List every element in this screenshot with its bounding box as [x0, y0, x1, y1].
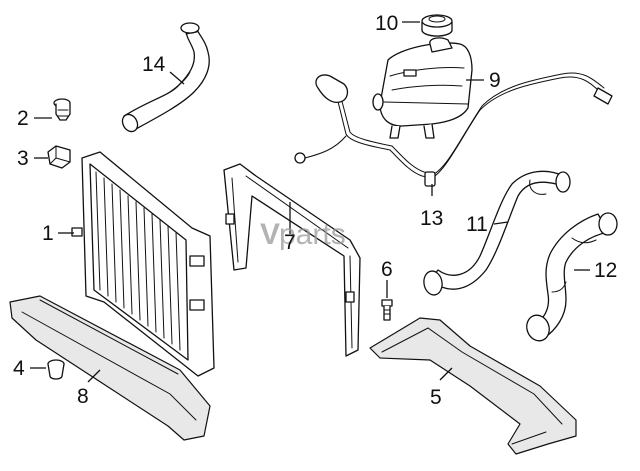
part-2-bolt[interactable]: [53, 98, 71, 121]
part-8-deflector[interactable]: [9, 295, 211, 441]
part-14-upper-hose[interactable]: [119, 22, 210, 134]
part-13-coolant-line[interactable]: [294, 72, 613, 187]
callout-8: 8: [77, 385, 89, 408]
part-12-hose[interactable]: [523, 212, 618, 344]
callout-1: 1: [42, 222, 54, 245]
part-7-shroud-frame[interactable]: [223, 163, 361, 357]
callout-9: 9: [489, 69, 501, 92]
svg-text:V: V: [260, 218, 280, 251]
vparts-watermark: V parts: [260, 218, 346, 251]
part-11-lower-hose[interactable]: [422, 170, 571, 296]
callout-14: 14: [142, 53, 166, 76]
part-5-air-guide[interactable]: [369, 317, 577, 455]
callout-12: 12: [594, 259, 617, 282]
callout-5: 5: [430, 386, 442, 409]
part-6-bolt[interactable]: [381, 299, 393, 321]
part-3-clip[interactable]: [47, 145, 71, 169]
callout-2: 2: [17, 107, 29, 130]
part-10-reservoir-cap[interactable]: [421, 14, 453, 37]
part-1-radiator[interactable]: [71, 151, 215, 377]
leader-lines: [30, 21, 590, 383]
callout-3: 3: [17, 147, 29, 170]
callout-10: 10: [375, 12, 398, 35]
part-9-expansion-tank[interactable]: [372, 37, 473, 139]
callout-11: 11: [466, 213, 488, 236]
callout-7: 7: [284, 231, 296, 254]
callout-4: 4: [13, 357, 25, 380]
svg-text:parts: parts: [279, 218, 346, 251]
callout-13: 13: [420, 207, 443, 230]
part-4-plug[interactable]: [47, 359, 65, 380]
callout-6: 6: [381, 258, 393, 281]
callout-labels: 1 2 3 4 5 6 7 8 9 10 11 12 13 14: [13, 12, 617, 409]
